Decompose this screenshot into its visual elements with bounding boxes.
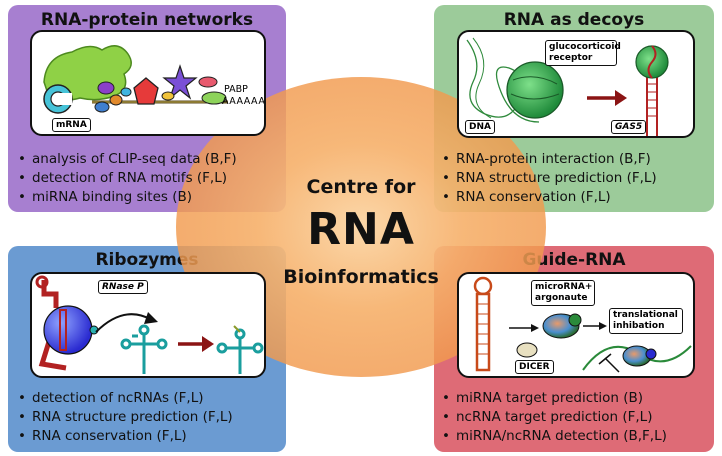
ribozymes-bullet-list: detection of ncRNAs (F,L) RNA structure … bbox=[18, 389, 233, 446]
mrna-protein-complex-icon bbox=[43, 45, 228, 114]
bullet-item: ncRNA target prediction (F,L) bbox=[442, 408, 667, 427]
networks-illustration: mRNA PABP AAAAAA bbox=[30, 30, 266, 136]
translational-inhibition-label: translational inhibation bbox=[609, 308, 683, 334]
bullet-item: RNA conservation (F,L) bbox=[18, 427, 233, 446]
ribozymes-illustration: RNase P bbox=[30, 272, 266, 378]
bullet-item: RNA structure prediction (F,L) bbox=[18, 408, 233, 427]
dna-receptor-gas5-icon bbox=[466, 37, 669, 136]
guide-rna-illustration: microRNA+ argonaute DICER translational … bbox=[457, 272, 695, 378]
pabp-label: PABP bbox=[224, 84, 248, 95]
microrna-argonaute-label: microRNA+ argonaute bbox=[531, 280, 595, 306]
decoys-bullet-list: RNA-protein interaction (B,F) RNA struct… bbox=[442, 150, 657, 207]
bullet-item: RNA-protein interaction (B,F) bbox=[442, 150, 657, 169]
bullet-item: miRNA binding sites (B) bbox=[18, 188, 237, 207]
bullet-item: RNA structure prediction (F,L) bbox=[442, 169, 657, 188]
rnase-p-label: RNase P bbox=[98, 280, 148, 294]
center-title-line1: Centre for bbox=[306, 176, 416, 198]
bullet-item: miRNA/ncRNA detection (B,F,L) bbox=[442, 427, 667, 446]
polya-label: AAAAAA bbox=[222, 96, 266, 107]
bullet-item: RNA conservation (F,L) bbox=[442, 188, 657, 207]
guide-bullet-list: miRNA target prediction (B) ncRNA target… bbox=[442, 389, 667, 446]
bullet-item: miRNA target prediction (B) bbox=[442, 389, 667, 408]
mirna-pathway-icon bbox=[473, 276, 692, 373]
panel-title: Guide-RNA bbox=[522, 250, 626, 270]
panel-title: RNA as decoys bbox=[503, 10, 645, 30]
decoys-illustration: glucocorticoid receptor DNA GAS5 bbox=[457, 30, 695, 138]
bullet-item: detection of RNA motifs (F,L) bbox=[18, 169, 237, 188]
glucocorticoid-receptor-label: glucocorticoid receptor bbox=[545, 40, 621, 66]
panel-title: RNA-protein networks bbox=[40, 10, 254, 30]
dicer-label: DICER bbox=[515, 360, 554, 374]
center-title-rna: RNA bbox=[307, 204, 415, 255]
mrna-label: mRNA bbox=[52, 118, 91, 132]
bullet-item: detection of ncRNAs (F,L) bbox=[18, 389, 233, 408]
gas5-label: GAS5 bbox=[611, 120, 647, 134]
center-title-line3: Bioinformatics bbox=[283, 266, 439, 288]
networks-bullet-list: analysis of CLIP-seq data (B,F) detectio… bbox=[18, 150, 237, 207]
bullet-item: analysis of CLIP-seq data (B,F) bbox=[18, 150, 237, 169]
dna-label: DNA bbox=[465, 120, 495, 134]
panel-title: Ribozymes bbox=[95, 250, 199, 270]
ribozyme-trna-processing-icon bbox=[35, 275, 264, 374]
